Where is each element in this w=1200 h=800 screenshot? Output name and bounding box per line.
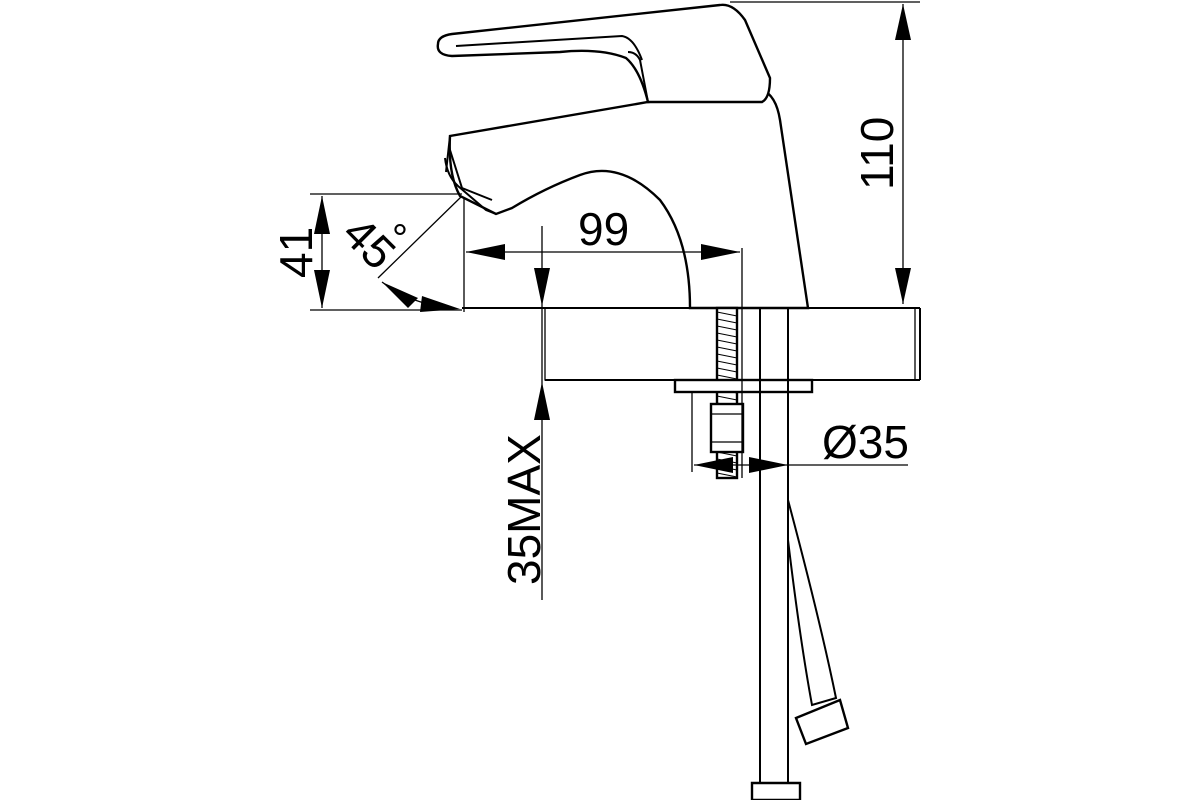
thread-line <box>716 360 738 366</box>
dimension-label-41: 41 <box>270 227 322 278</box>
dimension-deck-thickness: 35MAX <box>498 226 550 600</box>
thread-line <box>716 374 738 380</box>
thread-line <box>716 346 738 352</box>
dimension-label-110: 110 <box>851 117 903 190</box>
thread-line <box>716 367 738 373</box>
thread-line <box>716 318 738 324</box>
dimension-label-diameter-35: Ø35 <box>822 416 909 468</box>
dimension-spout-height: 41 <box>270 193 462 311</box>
braided-hose-secondary <box>787 499 850 746</box>
countertop-deck <box>462 307 921 381</box>
faucet-body <box>444 88 810 310</box>
thread-line <box>716 339 738 345</box>
thread-line <box>716 311 738 317</box>
lever-handle <box>436 3 772 104</box>
dimension-height-total: 110 <box>730 1 920 304</box>
degree-symbol: ° <box>392 217 408 261</box>
thread-line <box>716 472 738 478</box>
dimension-spout-angle: 45 ° <box>333 195 463 312</box>
thread-line <box>716 332 738 338</box>
dimension-mount-diameter: Ø35 <box>691 392 909 473</box>
dimension-label-35max: 35MAX <box>498 434 550 585</box>
thread-line <box>716 395 738 401</box>
dimension-spout-reach: 99 <box>463 198 743 478</box>
thread-line <box>716 353 738 359</box>
mounting-stud <box>673 306 814 480</box>
thread-line <box>716 325 738 331</box>
dimension-label-99: 99 <box>578 203 629 255</box>
